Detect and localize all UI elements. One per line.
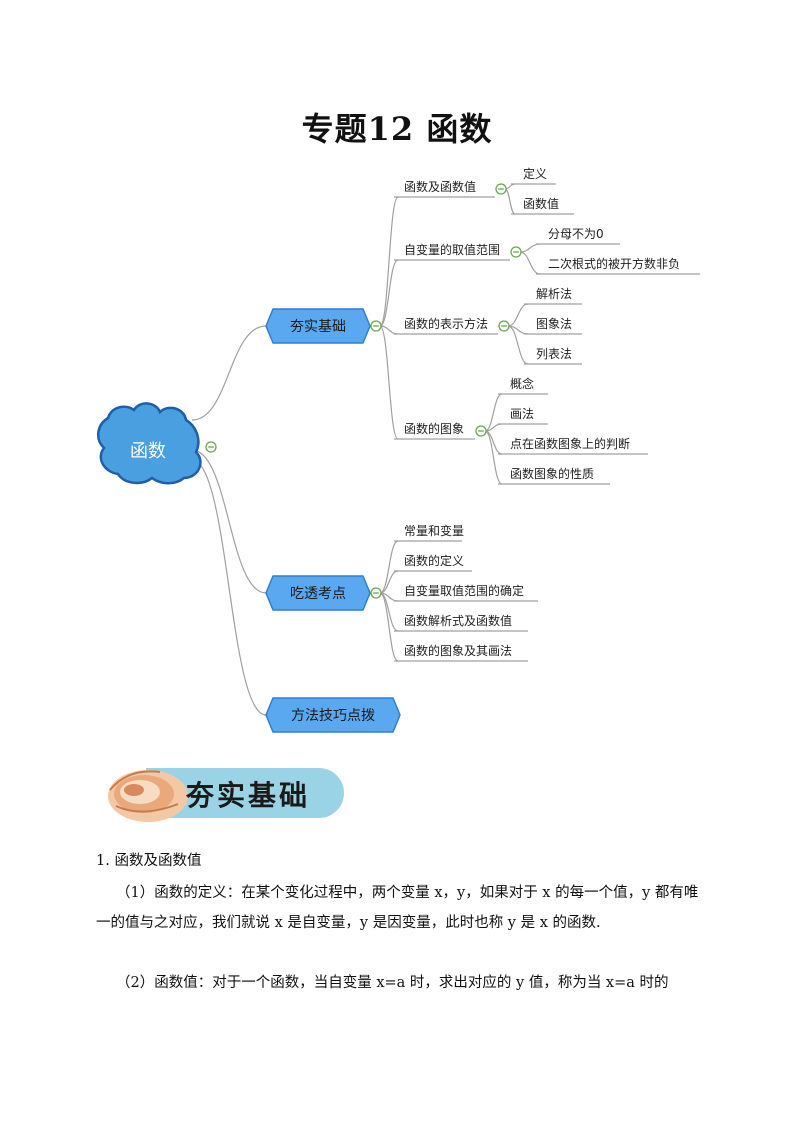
sub-node-1: 自变量的取值范围: [404, 242, 500, 257]
mind-map-links: [191, 183, 700, 716]
link-branch1-sub-4: [379, 592, 399, 662]
root-node[interactable]: 函数: [96, 402, 202, 485]
link-sub2-leaf-0: [507, 303, 529, 327]
b1-sub-node-1: 函数的定义: [404, 553, 464, 568]
link-sub1-leaf-0: [519, 243, 541, 253]
leaf-node-2-1: 图象法: [536, 317, 572, 331]
banner-title: 夯实基础: [186, 779, 311, 812]
root-collapse-toggle[interactable]: [205, 441, 217, 453]
link-sub1-leaf-1: [519, 251, 541, 275]
sub-collapse-toggle-1[interactable]: [510, 246, 522, 258]
branch-label-2: 方法技巧点拨: [291, 708, 375, 724]
link-sub2-leaf-2: [507, 325, 529, 365]
leaf-node-2-2: 列表法: [536, 347, 572, 361]
leaf-node-3-0: 概念: [510, 376, 534, 391]
link-sub3-leaf-3: [484, 430, 503, 485]
leaf-node-0-0: 定义: [523, 166, 547, 181]
link-branch1-sub-1: [379, 570, 399, 594]
b1-sub-node-4: 函数的图象及其画法: [404, 643, 512, 658]
branch-collapse-toggle-1[interactable]: [370, 587, 382, 599]
content-paragraph-1: （1）函数的定义：在某个变化过程中，两个变量 x，y，如果对于 x 的每一个值，…: [96, 885, 699, 931]
seashell-icon: [108, 770, 188, 822]
sub-collapse-toggle-2[interactable]: [498, 320, 510, 332]
root-node-label: 函数: [130, 441, 166, 462]
leaf-node-3-3: 函数图象的性质: [510, 466, 594, 481]
content-heading: 1. 函数及函数值: [96, 853, 202, 869]
branch-label-1: 吃透考点: [290, 586, 346, 602]
leaf-node-3-1: 画法: [510, 407, 534, 421]
sub-collapse-toggle-3[interactable]: [475, 425, 487, 437]
leaf-node-3-2: 点在函数图象上的判断: [510, 436, 630, 451]
link-branch1-sub-0: [379, 540, 399, 594]
sub-node-3: 函数的图象: [404, 421, 464, 436]
branch-node-2[interactable]: 方法技巧点拨: [265, 697, 401, 733]
link-root-branch-0: [191, 325, 267, 421]
link-sub0-leaf-1: [504, 188, 516, 215]
branch-label-0: 夯实基础: [290, 318, 346, 335]
b1-sub-node-3: 函数解析式及函数值: [404, 613, 512, 628]
leaf-node-1-0: 分母不为0: [548, 227, 604, 241]
link-branch0-sub-3: [379, 325, 399, 440]
leaf-node-2-0: 解析法: [536, 287, 572, 301]
sub-node-2: 函数的表示方法: [404, 316, 488, 331]
sub-collapse-toggle-0[interactable]: [495, 183, 507, 195]
b1-sub-node-0: 常量和变量: [404, 523, 464, 538]
link-root-branch-2: [191, 459, 267, 716]
leaf-node-1-1: 二次根式的被开方数非负: [548, 256, 680, 271]
branch-node-1[interactable]: 吃透考点: [265, 575, 371, 611]
section-banner: 夯实基础: [98, 760, 348, 826]
link-root-branch-1: [191, 449, 267, 594]
leaf-node-0-1: 函数值: [523, 196, 559, 211]
b1-sub-node-2: 自变量取值范围的确定: [404, 583, 524, 598]
sub-node-0: 函数及函数值: [404, 179, 476, 194]
content-paragraph-2: （2）函数值：对于一个函数，当自变量 x=a 时，求出对应的 y 值，称为当 x…: [116, 975, 669, 991]
link-branch0-sub-1: [379, 259, 399, 327]
branch-node-0[interactable]: 夯实基础: [265, 308, 371, 344]
page-title: 专题12 函数: [301, 110, 493, 148]
branch-collapse-toggle-0[interactable]: [370, 320, 382, 332]
link-sub3-leaf-0: [484, 393, 503, 432]
link-branch0-sub-0: [379, 196, 399, 327]
